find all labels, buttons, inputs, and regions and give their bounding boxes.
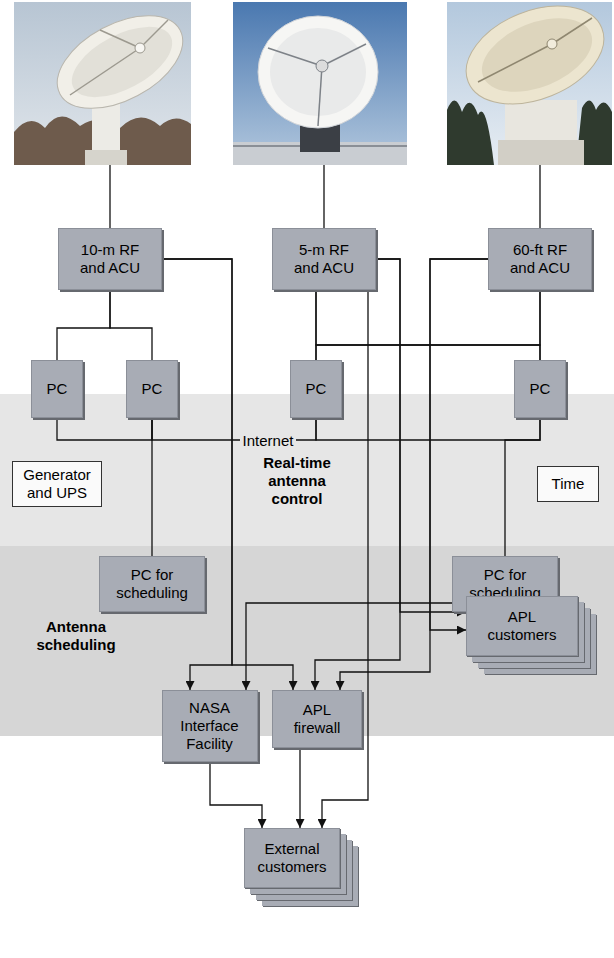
connector (539, 290, 540, 360)
connector (376, 259, 466, 612)
photo-60ft-antenna (547, 39, 557, 49)
rf-box: 60-ft RF and ACU (488, 228, 592, 290)
photo-60ft-antenna (498, 140, 584, 165)
node-text: 5-m RF and ACU (287, 241, 361, 277)
interface-box: NASA Interface Facility (162, 690, 258, 762)
node-text: 60-ft RF and ACU (502, 241, 578, 277)
connector (57, 418, 152, 440)
node-text: PC for scheduling (110, 566, 194, 602)
photo-5m-antenna (268, 48, 322, 66)
connector (430, 259, 488, 630)
photo-10m-antenna (100, 30, 140, 48)
power-box: Generator and UPS (12, 461, 102, 507)
connector (299, 748, 300, 828)
node-text: APL customers (482, 608, 562, 644)
photo-10m-antenna (135, 43, 145, 53)
photo-feed-line (109, 165, 110, 228)
photo-5m-antenna (316, 60, 328, 72)
photo-60ft-antenna (478, 44, 552, 82)
photo-10m-antenna (70, 48, 140, 95)
photo-5m-antenna (322, 44, 366, 66)
connector (340, 259, 488, 690)
connector (162, 259, 232, 690)
photo-5m-antenna (270, 28, 366, 116)
pc-box: PC (290, 360, 342, 418)
firewall-box: APL firewall (272, 690, 362, 748)
scheduling-pc: PC for scheduling (99, 556, 205, 612)
photo-feed-line (110, 165, 540, 228)
photo-60ft-antenna (552, 18, 592, 44)
customer-stack: External customers (244, 828, 340, 888)
connector (162, 259, 293, 690)
node-text: NASA Interface Facility (169, 699, 251, 753)
pc-box: PC (31, 360, 83, 418)
node-text: Time (552, 475, 585, 493)
photo-60ft-antenna (447, 100, 494, 165)
photo-5m-antenna (258, 16, 378, 128)
photo-feed-line (323, 165, 324, 228)
photo-5m-antenna (318, 66, 322, 126)
connector (210, 762, 262, 828)
photo-5m-antenna (233, 2, 407, 165)
pc-box: PC (514, 360, 566, 418)
photo-10m-antenna (85, 150, 127, 165)
band-title: Antenna scheduling (28, 618, 124, 654)
photo-60ft-antenna (452, 0, 614, 123)
customer-stack: APL customers (466, 596, 578, 656)
photo-feed-line (539, 165, 540, 228)
connector (316, 290, 540, 360)
photo-60ft-antenna (447, 0, 614, 165)
connector (57, 290, 110, 360)
node-text: 10-m RF and ACU (73, 241, 147, 277)
photo-10m-antenna (140, 20, 168, 48)
photo-10m-antenna (42, 0, 198, 127)
time-box: Time (537, 466, 599, 502)
band-title: Real-time antenna control (256, 454, 338, 508)
connector (316, 418, 540, 440)
connector (110, 290, 152, 360)
node-text: PC (47, 380, 68, 398)
node-text: APL firewall (287, 701, 347, 737)
node-text: Generator and UPS (19, 466, 95, 502)
connector (316, 290, 540, 360)
photo-5m-antenna (233, 2, 407, 165)
node-text: PC (530, 380, 551, 398)
connector (505, 418, 540, 556)
rf-box: 5-m RF and ACU (272, 228, 376, 290)
rf-box: 10-m RF and ACU (58, 228, 162, 290)
connector (315, 259, 400, 690)
edge-label: Internet (240, 432, 297, 450)
photo-10m-antenna (14, 0, 198, 165)
node-text: External customers (252, 840, 332, 876)
node-text: PC (142, 380, 163, 398)
node-text: PC (306, 380, 327, 398)
connector (151, 418, 152, 556)
photo-10m-antenna (61, 12, 183, 111)
connector (246, 603, 466, 690)
photo-60ft-antenna (471, 4, 603, 107)
pc-box: PC (126, 360, 178, 418)
